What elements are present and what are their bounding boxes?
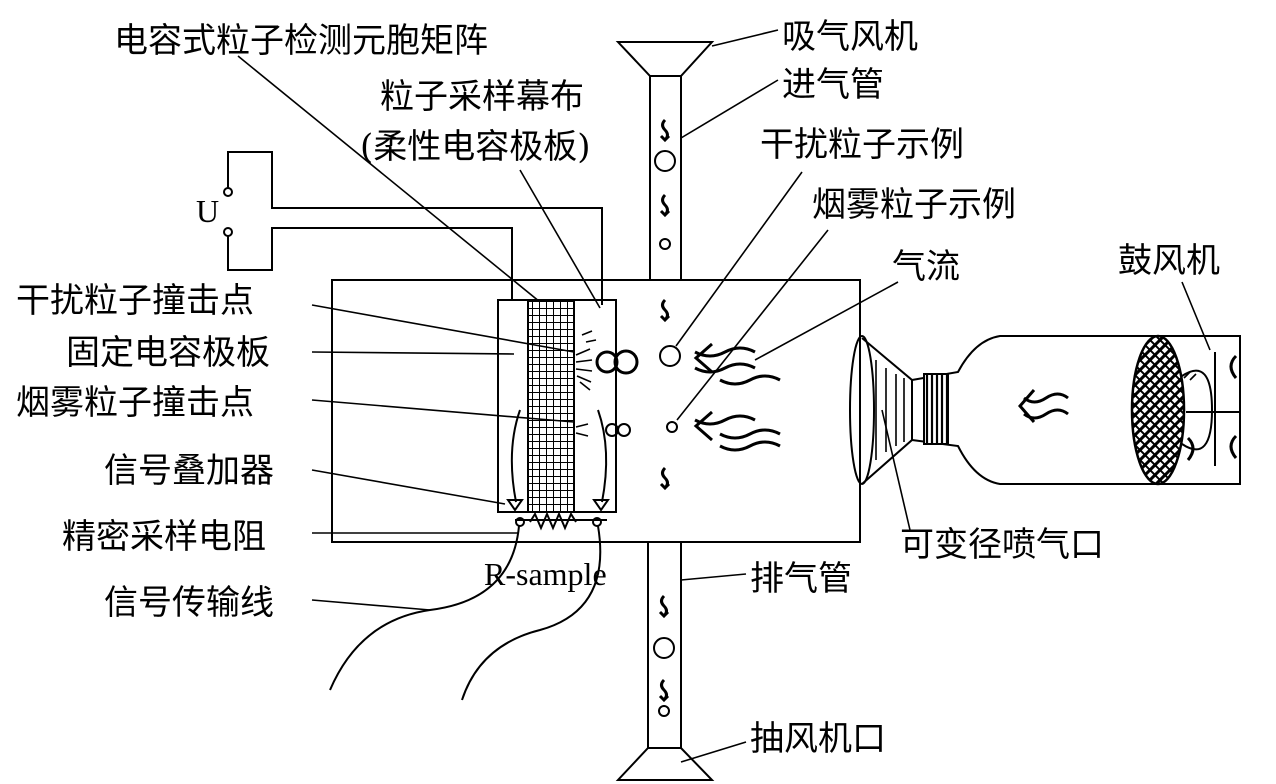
blower-assembly <box>849 334 1241 486</box>
label-r-sample: R-sample <box>484 556 607 592</box>
label-suction-fan: 吸气风机 <box>782 17 918 57</box>
label-signal-adder: 信号叠加器 <box>104 451 274 491</box>
label-interfere-hit: 干扰粒子撞击点 <box>16 281 254 321</box>
exhaust-pipe <box>615 542 715 781</box>
label-curtain-2: (柔性电容极板) <box>360 127 591 167</box>
label-cap-matrix: 电容式粒子检测元胞矩阵 <box>114 21 488 61</box>
signal-wires <box>329 525 602 701</box>
label-exhaust-pipe: 排气管 <box>750 559 852 599</box>
voltage-circuit <box>223 151 603 305</box>
downflow-arrows <box>658 118 671 703</box>
label-nozzle: 可变径喷气口 <box>900 525 1104 565</box>
suction-fan-funnel <box>615 41 715 77</box>
label-smoke-hit: 烟雾粒子撞击点 <box>16 383 254 423</box>
label-smoke-example: 烟雾粒子示例 <box>812 185 1016 225</box>
blower-fan <box>1130 334 1186 486</box>
label-intake-pipe: 进气管 <box>782 65 884 105</box>
airflow-arrows <box>693 342 781 452</box>
label-curtain-1: 粒子采样幕布 <box>380 77 584 117</box>
interfering-particle <box>659 345 681 367</box>
variable-nozzle <box>861 337 913 485</box>
sampling-curtain <box>527 299 575 513</box>
label-signal-line: 信号传输线 <box>104 583 274 623</box>
label-voltage: U <box>196 193 219 229</box>
capacitor-matrix <box>497 299 639 531</box>
intake-pipe <box>615 41 715 280</box>
extract-fan-funnel <box>615 747 715 781</box>
smoke-particle <box>666 421 678 433</box>
label-blower: 鼓风机 <box>1118 241 1220 281</box>
label-extract-fan: 抽风机口 <box>750 719 886 759</box>
label-fixed-plate: 固定电容极板 <box>66 333 270 373</box>
label-interfere-example: 干扰粒子示例 <box>760 125 964 165</box>
detection-chamber <box>331 279 861 543</box>
label-airflow: 气流 <box>892 247 960 287</box>
leader-lines <box>237 29 1211 763</box>
label-precision-resistor: 精密采样电阻 <box>62 517 266 557</box>
